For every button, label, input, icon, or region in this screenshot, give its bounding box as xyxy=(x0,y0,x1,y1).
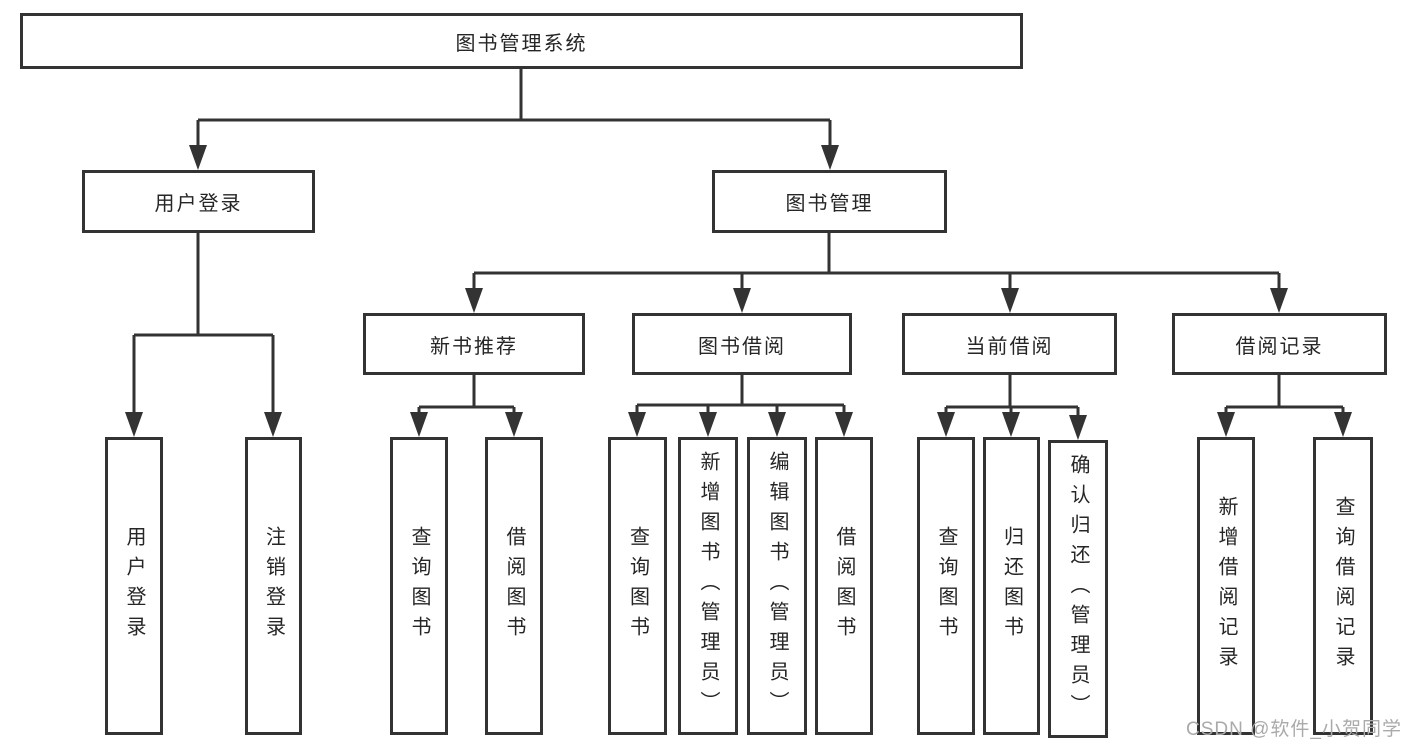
node-leaf-confirm-return-admin: 确认归还（管理员） xyxy=(1048,440,1108,738)
node-new-book-recommendation: 新书推荐 xyxy=(363,313,585,375)
node-label: 查询图书 xyxy=(935,526,957,646)
node-leaf-borrow-books-newbook: 借阅图书 xyxy=(485,437,543,735)
node-leaf-return-books: 归还图书 xyxy=(983,437,1040,735)
node-user-login: 用户登录 xyxy=(82,170,315,233)
node-library-management-system: 图书管理系统 xyxy=(20,13,1023,69)
node-leaf-logout: 注销登录 xyxy=(245,437,302,735)
node-label: 注销登录 xyxy=(262,526,285,646)
node-leaf-user-login: 用户登录 xyxy=(105,437,163,735)
node-label: 当前借阅 xyxy=(965,335,1054,358)
node-label: 归还图书 xyxy=(1000,526,1023,646)
node-leaf-query-books-current: 查询图书 xyxy=(917,437,975,735)
node-label: 新增图书（管理员） xyxy=(697,451,719,721)
csdn-watermark: CSDN @软件_小贺同学 xyxy=(1186,719,1402,740)
node-label: 借阅记录 xyxy=(1235,335,1324,358)
node-label: 查询借阅记录 xyxy=(1332,496,1354,676)
node-label: 用户登录 xyxy=(154,193,243,215)
node-label: 编辑图书（管理员） xyxy=(766,451,788,721)
node-book-borrowing: 图书借阅 xyxy=(632,313,852,375)
node-leaf-query-borrow-record: 查询借阅记录 xyxy=(1313,437,1373,735)
node-book-management: 图书管理 xyxy=(712,170,947,233)
node-leaf-add-books-admin: 新增图书（管理员） xyxy=(678,437,738,735)
node-leaf-add-borrow-record: 新增借阅记录 xyxy=(1197,437,1255,735)
node-label: 借阅图书 xyxy=(503,526,525,646)
node-label: 确认归还（管理员） xyxy=(1067,454,1089,724)
arrowhead-icons xyxy=(125,145,1352,440)
node-label: 用户登录 xyxy=(123,526,145,646)
node-label: 新书推荐 xyxy=(430,335,518,358)
node-leaf-edit-books-admin: 编辑图书（管理员） xyxy=(747,437,807,735)
node-leaf-query-books-borrow: 查询图书 xyxy=(608,437,667,735)
node-leaf-query-books-newbook: 查询图书 xyxy=(390,437,448,735)
node-label: 借阅图书 xyxy=(833,526,855,646)
node-label: 图书管理系统 xyxy=(455,32,588,55)
node-label: 图书借阅 xyxy=(698,335,786,358)
node-borrowing-records: 借阅记录 xyxy=(1172,313,1387,375)
node-label: 查询图书 xyxy=(408,526,430,646)
node-leaf-borrow-books: 借阅图书 xyxy=(815,437,873,735)
node-label: 图书管理 xyxy=(785,193,874,215)
node-label: 新增借阅记录 xyxy=(1215,496,1237,676)
node-label: 查询图书 xyxy=(626,526,649,646)
node-current-borrowing: 当前借阅 xyxy=(902,313,1117,375)
